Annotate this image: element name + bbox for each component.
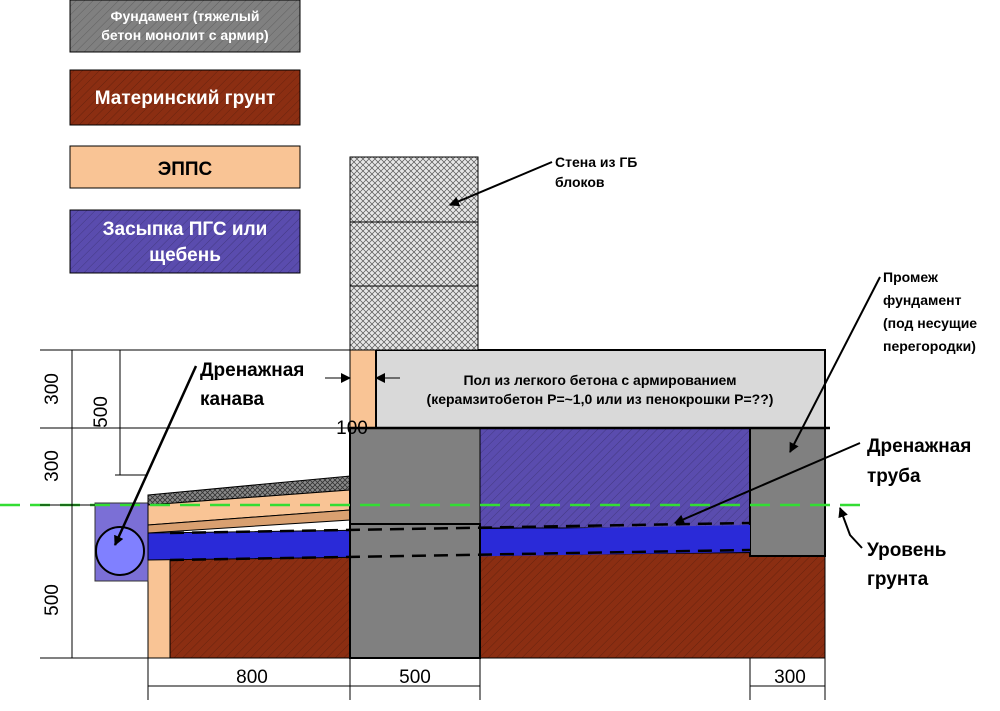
ground-level-label-line2: грунта (867, 569, 929, 590)
legend-soil-line1: Материнский грунт (95, 88, 276, 109)
dim-h-800: 800 (236, 667, 268, 688)
dim-h-100: 100 (336, 418, 368, 439)
legend-backfill: Засыпка ПГС или щебень (69, 209, 301, 274)
gb-block-wall (349, 156, 479, 351)
drain-pipe-label-line2: труба (867, 466, 921, 487)
floor-label-line2: (керамзитобетон Р=~1,0 или из пенокрошки… (427, 391, 774, 407)
wall-label-line2: блоков (555, 174, 605, 190)
wall-label-line1: Стена из ГБ (555, 154, 637, 170)
callout-drain-ditch: Дренажная канава (113, 360, 304, 546)
callout-wall: Стена из ГБ блоков (449, 154, 637, 207)
drain-pipe-dashes (169, 521, 751, 562)
intermediate-foundation (749, 427, 826, 557)
legend-backfill-line1: Засыпка ПГС или (103, 219, 268, 240)
dim-h-300: 300 (774, 667, 806, 688)
intermediate-label-line1: Промеж (883, 269, 939, 285)
dim-v-500: 500 (91, 396, 112, 428)
legend-soil: Материнский грунт (69, 69, 301, 126)
floor-label-line1: Пол из легкого бетона с армированием (463, 372, 736, 388)
drain-pipe-label-line1: Дренажная (867, 436, 971, 457)
legend-foundation-line1: Фундамент (тяжелый (111, 8, 260, 24)
dim-v-300-top: 300 (42, 373, 63, 405)
intermediate-label-line4: перегородки) (883, 338, 976, 354)
legend-foundation: Фундамент (тяжелый бетон монолит с армир… (69, 0, 301, 53)
callout-ground-level: Уровень грунта (838, 507, 946, 590)
legend: Фундамент (тяжелый бетон монолит с армир… (69, 0, 301, 274)
dim-v-300-mid: 300 (42, 450, 63, 482)
dimension-labels: 300 500 300 500 100 800 500 300 (42, 373, 806, 688)
legend-epps-line1: ЭППС (158, 159, 213, 180)
drain-pipe-circle (95, 526, 145, 576)
drain-ditch-label-line1: Дренажная (200, 360, 304, 381)
dim-h-500: 500 (399, 667, 431, 688)
dim-v-500-bottom: 500 (42, 584, 63, 616)
legend-epps-swatch (69, 145, 301, 189)
callout-drain-pipe: Дренажная труба (674, 436, 971, 525)
backfill-zone (479, 427, 751, 529)
soil-mass (147, 551, 826, 659)
drain-ditch-label-line2: канава (200, 389, 265, 410)
intermediate-label-line2: фундамент (883, 292, 962, 308)
intermediate-label-line3: (под несущие (883, 315, 977, 331)
epps-vertical-low (147, 547, 171, 659)
callout-intermediate: Промеж фундамент (под несущие перегородк… (789, 269, 977, 453)
foundation-lower (349, 523, 481, 659)
dimensions (40, 349, 826, 700)
ground-level-label-line1: Уровень (867, 540, 946, 561)
floor-slab: Пол из легкого бетона с армированием (ке… (375, 349, 826, 429)
legend-foundation-line2: бетон монолит с армир) (101, 27, 268, 43)
legend-backfill-line2: щебень (149, 245, 221, 266)
legend-epps: ЭППС (69, 145, 301, 189)
